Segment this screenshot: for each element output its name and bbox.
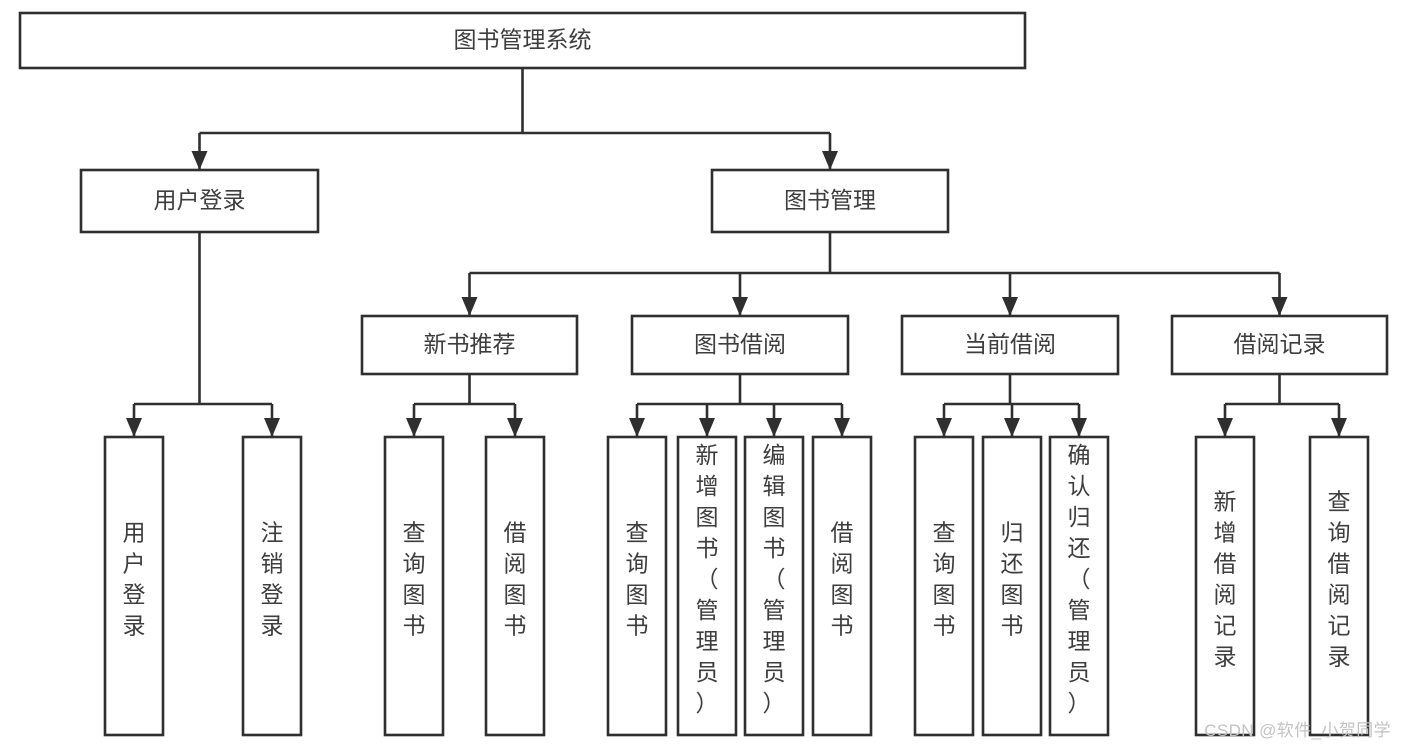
node-leaf-borrow-book-1-label: 借阅图书 [504,520,527,639]
node-leaf-query-book-2-label: 查询图书 [626,520,649,639]
node-leaf-confirm-return-box[interactable] [1048,435,1110,737]
node-layer: 图书管理系统用户登录图书管理新书推荐图书借阅当前借阅借阅记录用户登录注销登录查询… [18,11,1389,737]
node-new-book-recommend-box[interactable] [360,314,579,376]
node-leaf-add-record[interactable]: 新增借阅记录 [1194,435,1256,737]
connector-layer [126,68,1347,437]
arrow-head-icon [507,418,523,437]
arrow-head-icon [264,418,280,437]
arrow-head-icon [191,151,208,170]
node-leaf-user-login[interactable]: 用户登录 [103,435,165,737]
node-leaf-user-login-box[interactable] [103,435,165,737]
node-leaf-borrow-book-2-box[interactable] [811,435,873,737]
node-leaf-confirm-return[interactable]: 确认归还（管理员） [1048,435,1110,737]
arrow-head-icon [461,297,478,316]
node-leaf-logout-box[interactable] [241,435,303,737]
node-leaf-edit-book-box[interactable] [743,435,805,737]
node-leaf-borrow-book-2[interactable]: 借阅图书 [811,435,873,737]
arrow-head-icon [822,151,838,170]
node-leaf-query-book-2-box[interactable] [606,435,668,737]
arrow-head-icon [1002,297,1018,316]
node-leaf-borrow-book-1-box[interactable] [484,435,546,737]
arrow-head-icon [699,418,715,437]
node-current-borrow[interactable]: 当前借阅 [900,314,1120,376]
arrow-head-icon [1217,418,1233,437]
node-leaf-return-book[interactable]: 归还图书 [981,435,1043,737]
node-leaf-query-book-1-label: 查询图书 [403,520,426,639]
node-leaf-edit-book-label: 编辑图书（管理员） [763,442,786,716]
node-leaf-return-book-box[interactable] [981,435,1043,737]
node-book-manage[interactable]: 图书管理 [710,168,950,234]
arrow-head-icon [1271,297,1288,316]
node-leaf-query-book-3[interactable]: 查询图书 [913,435,975,737]
node-leaf-borrow-book-1[interactable]: 借阅图书 [484,435,546,737]
node-leaf-query-book-2[interactable]: 查询图书 [606,435,668,737]
arrow-head-icon [406,418,422,437]
arrow-head-icon [126,418,142,437]
node-leaf-logout-label: 注销登录 [261,520,284,639]
node-book-manage-label: 图书管理 [784,187,876,213]
node-book-borrow[interactable]: 图书借阅 [630,314,850,376]
node-leaf-borrow-book-2-label: 借阅图书 [831,520,854,639]
node-user-login-label: 用户登录 [154,187,246,213]
node-book-borrow-label: 图书借阅 [694,331,786,357]
node-leaf-logout[interactable]: 注销登录 [241,435,303,737]
node-borrow-record-label: 借阅记录 [1234,331,1326,357]
node-leaf-confirm-return-label: 确认归还（管理员） [1068,442,1091,716]
node-leaf-return-book-label: 归还图书 [1001,520,1024,639]
node-borrow-record-box[interactable] [1170,314,1389,376]
arrow-head-icon [1004,418,1020,437]
node-leaf-query-book-1[interactable]: 查询图书 [383,435,445,737]
node-leaf-user-login-label: 用户登录 [123,520,146,639]
node-leaf-query-record[interactable]: 查询借阅记录 [1308,435,1370,737]
node-leaf-add-book[interactable]: 新增图书（管理员） [676,435,738,737]
node-book-borrow-box[interactable] [630,314,850,376]
arrow-head-icon [936,418,952,437]
arrow-head-icon [766,418,782,437]
node-leaf-query-book-1-box[interactable] [383,435,445,737]
node-borrow-record[interactable]: 借阅记录 [1170,314,1389,376]
node-leaf-query-book-3-box[interactable] [913,435,975,737]
node-leaf-add-book-label: 新增图书（管理员） [696,442,719,716]
node-leaf-add-book-box[interactable] [676,435,738,737]
node-user-login-box[interactable] [79,168,320,234]
node-leaf-add-record-label: 新增借阅记录 [1214,489,1237,670]
arrow-head-icon [629,418,645,437]
node-leaf-query-book-3-label: 查询图书 [933,520,956,639]
node-new-book-recommend[interactable]: 新书推荐 [360,314,579,376]
node-root-system[interactable]: 图书管理系统 [18,11,1027,70]
arrow-head-icon [834,418,850,437]
node-user-login[interactable]: 用户登录 [79,168,320,234]
node-root-system-box[interactable] [18,11,1027,70]
node-root-system-label: 图书管理系统 [454,27,592,53]
arrow-head-icon [1331,418,1347,437]
node-leaf-query-record-label: 查询借阅记录 [1328,489,1351,670]
node-leaf-edit-book[interactable]: 编辑图书（管理员） [743,435,805,737]
node-current-borrow-label: 当前借阅 [964,331,1056,357]
node-book-manage-box[interactable] [710,168,950,234]
node-leaf-query-record-box[interactable] [1308,435,1370,737]
node-current-borrow-box[interactable] [900,314,1120,376]
arrow-head-icon [1071,418,1087,437]
arrow-head-icon [732,297,748,316]
node-new-book-recommend-label: 新书推荐 [424,331,516,357]
node-leaf-add-record-box[interactable] [1194,435,1256,737]
